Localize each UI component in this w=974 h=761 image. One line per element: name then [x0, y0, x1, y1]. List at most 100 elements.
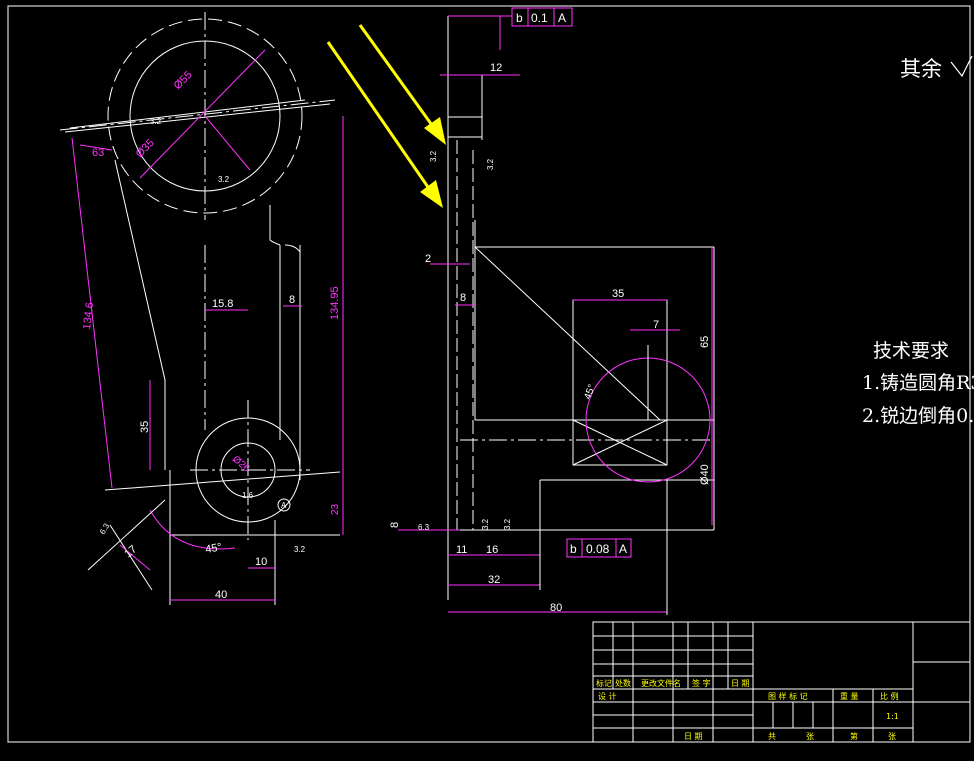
- label-40: 40: [215, 589, 227, 601]
- title-block-labels: 标记 处数 更改文件名 签 字 日 期 设 计 日 期 图 样 标 记 重 量 …: [596, 678, 899, 741]
- tb-sheet2: 张: [888, 732, 896, 741]
- arm-left-edge: [114, 159, 166, 381]
- label-35-side: 35: [612, 288, 624, 300]
- tb-total: 共: [768, 732, 776, 741]
- label-10: 10: [255, 556, 267, 568]
- label-d26: Ø26: [230, 454, 252, 475]
- fcf-bottom-box: [566, 538, 632, 558]
- side-diagonal: [474, 246, 661, 421]
- arrow-2-shaft: [326, 41, 432, 191]
- other-surfaces-note: 其余: [900, 57, 942, 81]
- arm-top-fillet: [284, 244, 301, 253]
- base-line: [104, 471, 341, 491]
- ref-line-2: [69, 99, 306, 129]
- dim-line-17: [119, 544, 151, 571]
- side-view: [398, 15, 715, 615]
- label-16: 16: [486, 544, 498, 556]
- drawing-border: [7, 5, 971, 743]
- annotation-arrows: [326, 24, 446, 208]
- tb-sheet: 张: [806, 732, 814, 741]
- arrow-1-head-icon: [424, 117, 446, 145]
- label-8b: 8: [389, 522, 401, 528]
- tech-req-item-1: 1.铸造圆角R3: [862, 372, 974, 394]
- label-17: 17: [122, 543, 139, 560]
- label-d55: Ø55: [172, 69, 195, 92]
- tech-req-title: 技术要求: [873, 340, 949, 362]
- tb-num: 第: [850, 731, 858, 741]
- rough-6-3-front: 6.3: [98, 521, 112, 536]
- notes: 其余 技术要求 1.铸造圆角R3 2.锐边倒角0.: [862, 55, 974, 427]
- fcf-bottom-tol: 0.08: [586, 542, 610, 556]
- label-d40: Ø40: [699, 464, 711, 485]
- outer-circle: [107, 18, 303, 214]
- label-134-6: 134.6: [81, 302, 96, 331]
- angle-arc: [149, 509, 236, 550]
- dim-line-134-6: [71, 137, 113, 489]
- dim-ext-17: [109, 524, 153, 591]
- fcf-top-box: [511, 7, 573, 27]
- tb-stage: 图 样 标 记: [768, 691, 808, 701]
- label-45deg: 45°: [204, 541, 222, 556]
- rough-3-2-front-a: 3.2: [218, 175, 230, 184]
- rough-3-2-front-b: 3.2: [150, 117, 162, 126]
- ref-line-1: [64, 103, 331, 133]
- dia-leader-1: [139, 49, 266, 179]
- label-15-8: 15.8: [212, 298, 233, 310]
- label-8-side: 8: [460, 292, 466, 304]
- rough-side-a: 3.2: [481, 518, 490, 530]
- roughness-symbol-icon: [950, 55, 973, 78]
- title-block-frame: [592, 621, 971, 743]
- fcf-bottom-datum: A: [619, 542, 627, 556]
- label-65: 65: [699, 336, 711, 348]
- rough-side-r: 3.2: [486, 158, 495, 170]
- front-view-labels: Ø55 Ø35 Ø26 63 134.6 134.95 15.8 8 35 23…: [81, 69, 341, 601]
- side-x2: [572, 419, 668, 466]
- fcf-bottom-sym: b: [570, 542, 577, 556]
- label-134-95: 134.95: [329, 286, 341, 320]
- label-35: 35: [139, 421, 151, 433]
- fcf-top-sym: b: [516, 11, 523, 25]
- fcf-top-datum: A: [558, 11, 566, 25]
- rough-3-2-front-c: 3.2: [294, 545, 306, 554]
- arrow-2-head-icon: [420, 180, 443, 208]
- rough-side-l: 3.2: [429, 150, 438, 162]
- label-63: 63: [92, 147, 104, 159]
- tech-req-item-2: 2.锐边倒角0.: [862, 405, 974, 427]
- label-32: 32: [488, 574, 500, 586]
- tb-design: 设 计: [598, 691, 617, 701]
- tb-mark: 标记: [596, 678, 612, 688]
- rough-side-6-3: 6.3: [418, 523, 430, 532]
- tb-change: 更改文件名: [641, 678, 681, 688]
- arm-fillet: [269, 239, 281, 246]
- tb-sign: 签 字: [692, 678, 711, 688]
- rough-side-b: 3.2: [503, 518, 512, 530]
- dia-leader-2: [204, 115, 251, 171]
- label-45deg-side: 45°: [582, 383, 598, 401]
- balloon-a: [277, 498, 291, 512]
- label-12: 12: [490, 62, 502, 74]
- label-80: 80: [550, 602, 562, 614]
- label-7: 7: [653, 319, 659, 331]
- tb-scale-value: 1:1: [886, 712, 899, 721]
- tb-scale: 比 例: [880, 691, 899, 701]
- side-hub: [447, 116, 483, 138]
- label-8: 8: [289, 294, 295, 306]
- label-23: 23: [330, 503, 341, 515]
- front-view: [59, 12, 344, 605]
- tb-audit: 日 期: [684, 732, 703, 741]
- center-line-h: [59, 99, 336, 131]
- label-2: 2: [425, 253, 431, 265]
- dim-line-63: [79, 144, 113, 151]
- rough-1-6-front: 1.6: [242, 491, 254, 500]
- tb-qty: 处数: [615, 678, 631, 688]
- arrow-1-shaft: [358, 24, 436, 129]
- label-d35: Ø35: [134, 137, 157, 160]
- title-block: [592, 621, 971, 743]
- fcf-top: b 0.1 A: [511, 7, 573, 27]
- balloon-a-label: A: [281, 501, 287, 510]
- fcf-top-tol: 0.1: [531, 11, 548, 25]
- label-11: 11: [456, 544, 467, 556]
- chamfer-line: [87, 499, 166, 571]
- tb-date: 日 期: [731, 679, 750, 688]
